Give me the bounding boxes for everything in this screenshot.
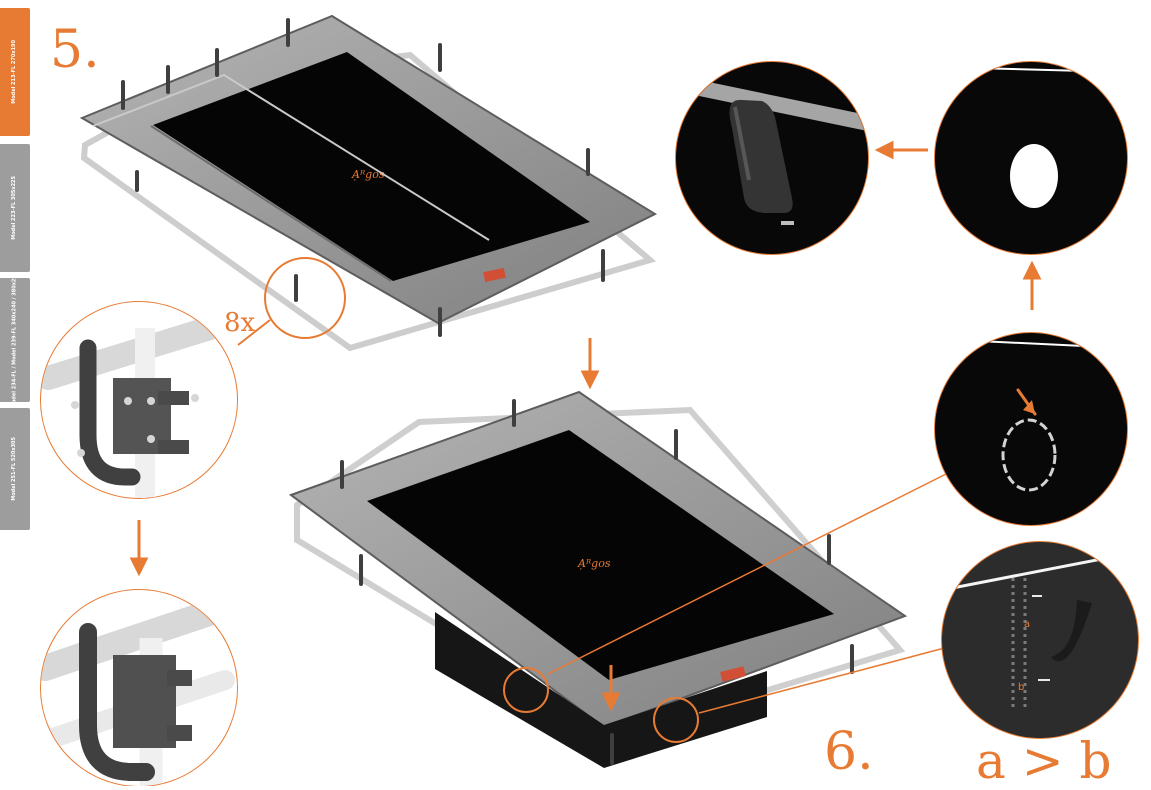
top-legs (121, 18, 605, 337)
top-right-detail (675, 61, 869, 255)
bottom-right-detail: a b (941, 541, 1139, 739)
bottom-mat (367, 430, 834, 680)
left-detail-top (40, 301, 238, 499)
quantity-multiplier: 8x (224, 308, 256, 338)
distance-comparison-formula: a > b (976, 732, 1112, 790)
bottom-trampoline-illustration: Ạᴿgos (288, 390, 953, 768)
up-arrow-head-icon (1022, 260, 1042, 280)
top-pad-inner-edge (150, 125, 392, 282)
sidebar-tab-model-251[interactable]: Model 251-FL 520x305 (0, 408, 30, 530)
step-six-number: 6. (824, 722, 874, 782)
bottom-legs (340, 399, 854, 765)
top-warning-label (483, 267, 506, 282)
bottom-warning-label (720, 666, 746, 682)
top-mat-logo: Ạᴿgos (351, 168, 385, 181)
left-detail-bottom (40, 589, 238, 786)
step-five-number: 5. (50, 20, 100, 80)
bottom-side-black (435, 612, 767, 768)
top-zoom-leader (237, 319, 271, 346)
middle-right-detail (934, 332, 1128, 526)
sidebar-tab-model-213[interactable]: Model 213-FL 270x190 (0, 8, 30, 136)
bottom-hole-leader (547, 470, 953, 675)
down-arrow-bottom-head-icon (601, 692, 621, 712)
left-arrow-head-icon (874, 140, 894, 160)
bottom-mat-logo: Ạᴿgos (577, 557, 611, 570)
instruction-arrows (129, 140, 1042, 712)
sidebar-tab-model-234-239[interactable]: Model 234-FL / Model 239-FL 340x240 / 38… (0, 272, 30, 408)
far-right-detail (934, 61, 1128, 255)
bottom-hole-marker (503, 667, 549, 713)
top-zoom-marker (264, 257, 346, 339)
down-arrow-detail-head-icon (129, 557, 149, 577)
bottom-frame-rail (294, 406, 906, 739)
svg-text:b: b (1018, 682, 1024, 693)
bottom-bracket-marker (653, 697, 699, 743)
model-sidebar: Model 213-FL 270x190 Model 223-FL 305x22… (0, 0, 30, 786)
svg-text:a: a (1024, 619, 1030, 630)
top-trampoline-illustration: Ạᴿgos (79, 14, 658, 352)
bottom-bracket-leader (698, 645, 953, 714)
down-arrow-top-head-icon (580, 370, 600, 390)
sidebar-tab-model-223[interactable]: Model 223-FL 305x225 (0, 144, 30, 272)
top-pad-seam (92, 73, 490, 241)
